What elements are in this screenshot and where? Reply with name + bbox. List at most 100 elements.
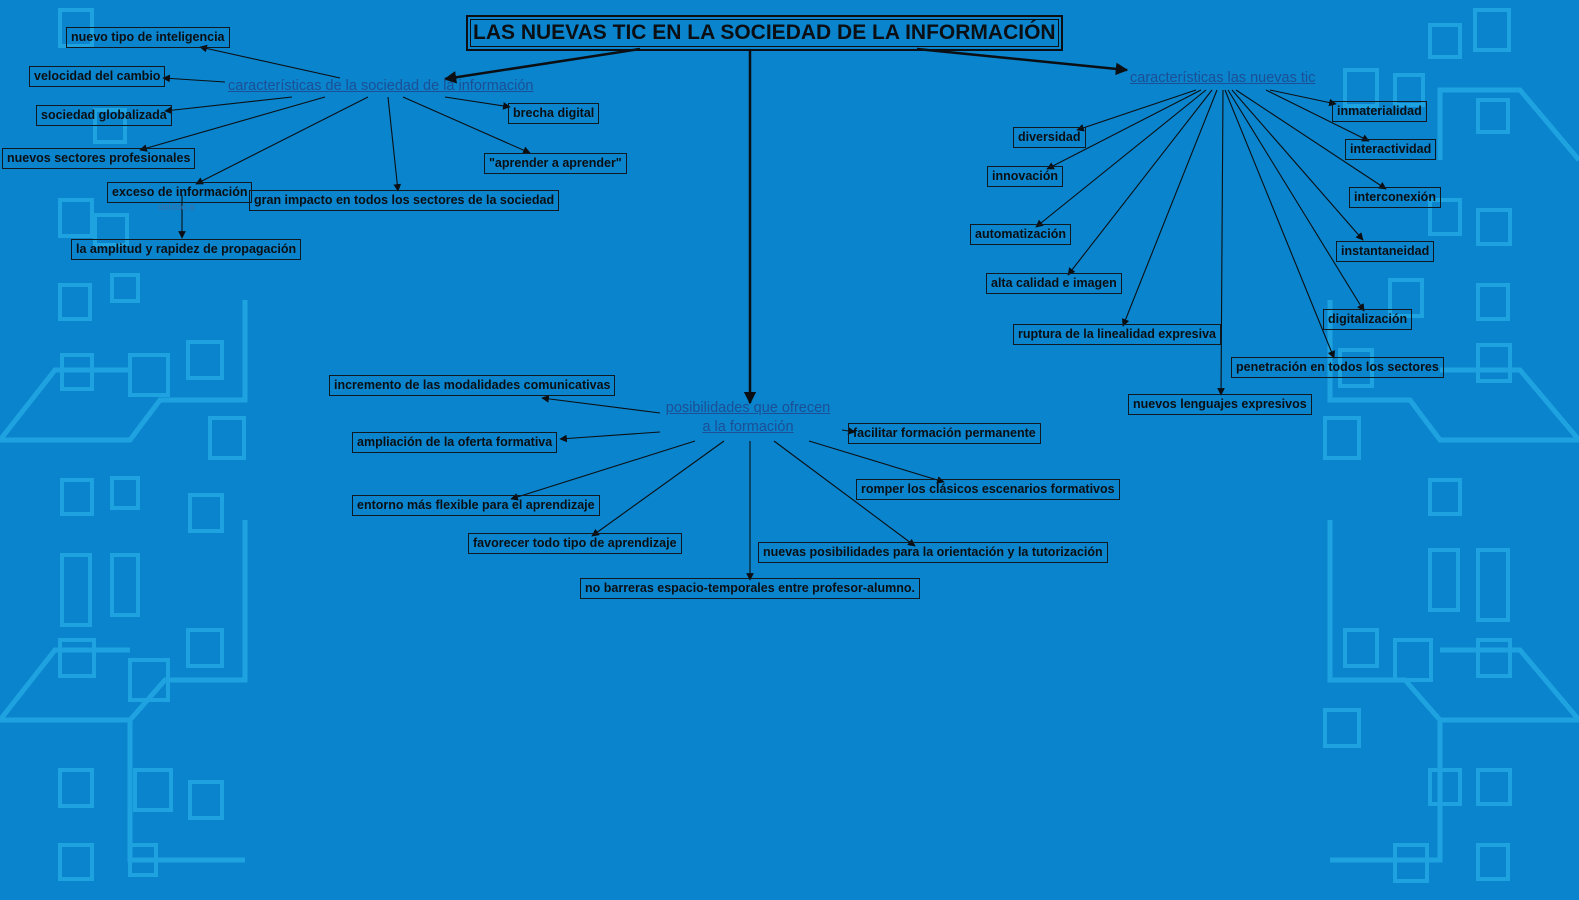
decor-shape	[1440, 647, 1579, 722]
node-gran-impacto[interactable]: gran impacto en todos los sectores de la…	[249, 190, 560, 211]
decor-shape	[1428, 23, 1462, 59]
node-nuevas-posibilidades-orientacion[interactable]: nuevas posibilidades para la orientación…	[758, 542, 1108, 563]
connector-arrow	[1121, 89, 1218, 327]
node-diversidad[interactable]: diversidad	[1013, 127, 1086, 148]
connector-arrow	[541, 395, 661, 414]
node-interactividad[interactable]: interactividad	[1345, 139, 1437, 160]
edge-label-debido-a: debido a	[158, 202, 195, 213]
decor-shape	[1476, 283, 1510, 321]
node-velocidad-cambio[interactable]: velocidad del cambio	[29, 66, 166, 87]
decor-shape	[1428, 548, 1460, 612]
node-no-barreras[interactable]: no barreras espacio-temporales entre pro…	[580, 578, 920, 599]
connector-arrow	[199, 44, 341, 79]
decor-shape	[128, 353, 170, 397]
decor-shape	[110, 273, 140, 303]
decor-shape	[1323, 708, 1361, 748]
connector-arrow	[510, 440, 696, 501]
node-incremento-modalidades[interactable]: incremento de las modalidades comunicati…	[329, 375, 616, 396]
decor-shape	[1393, 73, 1425, 107]
node-favorecer-aprendizaje[interactable]: favorecer todo tipo de aprendizaje	[468, 533, 682, 554]
hub-caracteristicas-tic[interactable]: características las nuevas tic	[1130, 70, 1316, 86]
node-nuevos-sectores-profesionales[interactable]: nuevos sectores profesionales	[2, 148, 196, 169]
node-automatizacion[interactable]: automatización	[970, 224, 1071, 245]
connector-arrow	[195, 96, 369, 185]
connector-arrow	[162, 74, 226, 83]
node-ampliacion-oferta[interactable]: ampliación de la oferta formativa	[352, 432, 558, 453]
node-interconexion[interactable]: interconexión	[1349, 187, 1441, 208]
decor-shape	[0, 367, 130, 442]
hub-sociedad-informacion[interactable]: características de la sociedad de la inf…	[228, 78, 534, 94]
decor-shape	[133, 768, 173, 812]
hub-posibilidades-formacion[interactable]: posibilidades que ofrecen a la formación	[660, 399, 836, 437]
decor-shape	[93, 108, 127, 144]
decor-shape	[127, 720, 245, 863]
node-brecha-digital[interactable]: brecha digital	[508, 103, 600, 124]
node-innovacion[interactable]: innovación	[987, 166, 1063, 187]
connector-arrow	[1265, 89, 1370, 142]
connector-arrow	[1227, 89, 1365, 312]
connector-arrow	[139, 96, 326, 152]
decor-shape	[0, 520, 248, 723]
decor-shape	[1473, 8, 1511, 52]
decor-shape	[1476, 208, 1512, 246]
decor-shape	[1393, 843, 1429, 883]
connector-arrow	[387, 96, 402, 192]
decor-shape	[186, 340, 224, 380]
node-alta-calidad[interactable]: alta calidad e imagen	[986, 273, 1122, 294]
decor-shape	[1476, 548, 1510, 622]
decor-shape	[1323, 416, 1361, 460]
connector-arrow	[591, 440, 725, 537]
decor-shape	[1476, 768, 1512, 806]
node-exceso-informacion[interactable]: exceso de información	[107, 182, 253, 203]
node-nuevos-lenguajes[interactable]: nuevos lenguajes expresivos	[1128, 394, 1312, 415]
node-aprender-a-aprender[interactable]: "aprender a aprender"	[484, 153, 627, 174]
decor-shape	[186, 628, 224, 668]
node-facilitar-formacion[interactable]: facilitar formación permanente	[848, 423, 1041, 444]
decor-shape	[188, 780, 224, 820]
connector-arrow	[808, 440, 945, 484]
decor-shape	[1388, 278, 1424, 318]
decor-shape	[1428, 198, 1462, 236]
decor-shape	[1476, 98, 1510, 134]
concept-map-title: LAS NUEVAS TIC EN LA SOCIEDAD DE LA INFO…	[466, 15, 1063, 51]
decor-shape	[1440, 367, 1579, 442]
node-nuevo-tipo-inteligencia[interactable]: nuevo tipo de inteligencia	[66, 27, 230, 48]
connector-arrow	[1076, 89, 1197, 132]
decor-shape	[93, 213, 129, 247]
decor-shape	[1476, 638, 1512, 678]
decor-shape	[1476, 843, 1510, 881]
node-inmaterialidad[interactable]: inmaterialidad	[1332, 101, 1427, 122]
connector-arrow	[1217, 89, 1225, 396]
decor-shape	[60, 478, 94, 516]
decor-shape	[1327, 300, 1579, 443]
decor-shape	[58, 768, 94, 808]
decor-shape	[1428, 768, 1462, 806]
connector-arrow	[559, 431, 661, 443]
node-amplitud-rapidez[interactable]: la amplitud y rapidez de propagación	[71, 239, 302, 260]
connector-arrow	[164, 96, 293, 115]
decor-shape	[60, 553, 92, 627]
connector-arrow	[444, 96, 511, 110]
connector-arrow	[1231, 89, 1364, 241]
decor-shape	[1338, 348, 1374, 388]
decor-shape	[58, 8, 94, 48]
node-penetracion-sectores[interactable]: penetración en todos los sectores	[1231, 357, 1444, 378]
decor-shape	[1428, 478, 1462, 516]
connector-arrow	[1046, 89, 1202, 170]
connector-arrow	[1035, 89, 1207, 228]
connector-arrow	[916, 47, 1129, 76]
connector-arrow	[773, 440, 916, 547]
node-sociedad-globalizada[interactable]: sociedad globalizada	[36, 105, 172, 126]
node-romper-escenarios[interactable]: romper los clásicos escenarios formativo…	[856, 479, 1120, 500]
node-digitalizacion[interactable]: digitalización	[1323, 309, 1413, 330]
decor-shape	[0, 647, 130, 722]
node-entorno-flexible[interactable]: entorno más flexible para el aprendizaje	[352, 495, 600, 516]
connector-arrow	[402, 96, 531, 154]
decor-shape	[110, 553, 140, 617]
decor-shape	[1330, 720, 1443, 863]
decor-shape	[58, 843, 94, 881]
node-ruptura-linealidad[interactable]: ruptura de la linealidad expresiva	[1013, 324, 1221, 345]
node-instantaneidad[interactable]: instantaneidad	[1336, 241, 1435, 262]
